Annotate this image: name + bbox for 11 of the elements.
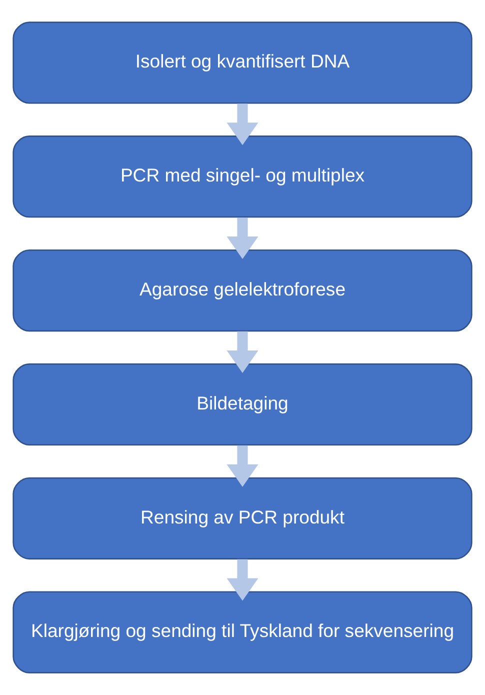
- node-box: PCR med singel- og multiplex: [12, 136, 472, 218]
- node-box: Bildetaging: [12, 363, 472, 446]
- arrow: [226, 331, 258, 373]
- arrow: [226, 445, 258, 487]
- node-box: Agarose gelelektroforese: [12, 249, 472, 332]
- arrow: [226, 217, 258, 260]
- node-box: Klargjøring og sending til Tyskland for sekvensering: [12, 591, 472, 674]
- node-box: Rensing av PCR produkt: [12, 477, 472, 560]
- arrow: [226, 559, 258, 601]
- node-box: Isolert og kvantifisert DNA: [12, 22, 472, 104]
- arrow: [226, 104, 258, 146]
